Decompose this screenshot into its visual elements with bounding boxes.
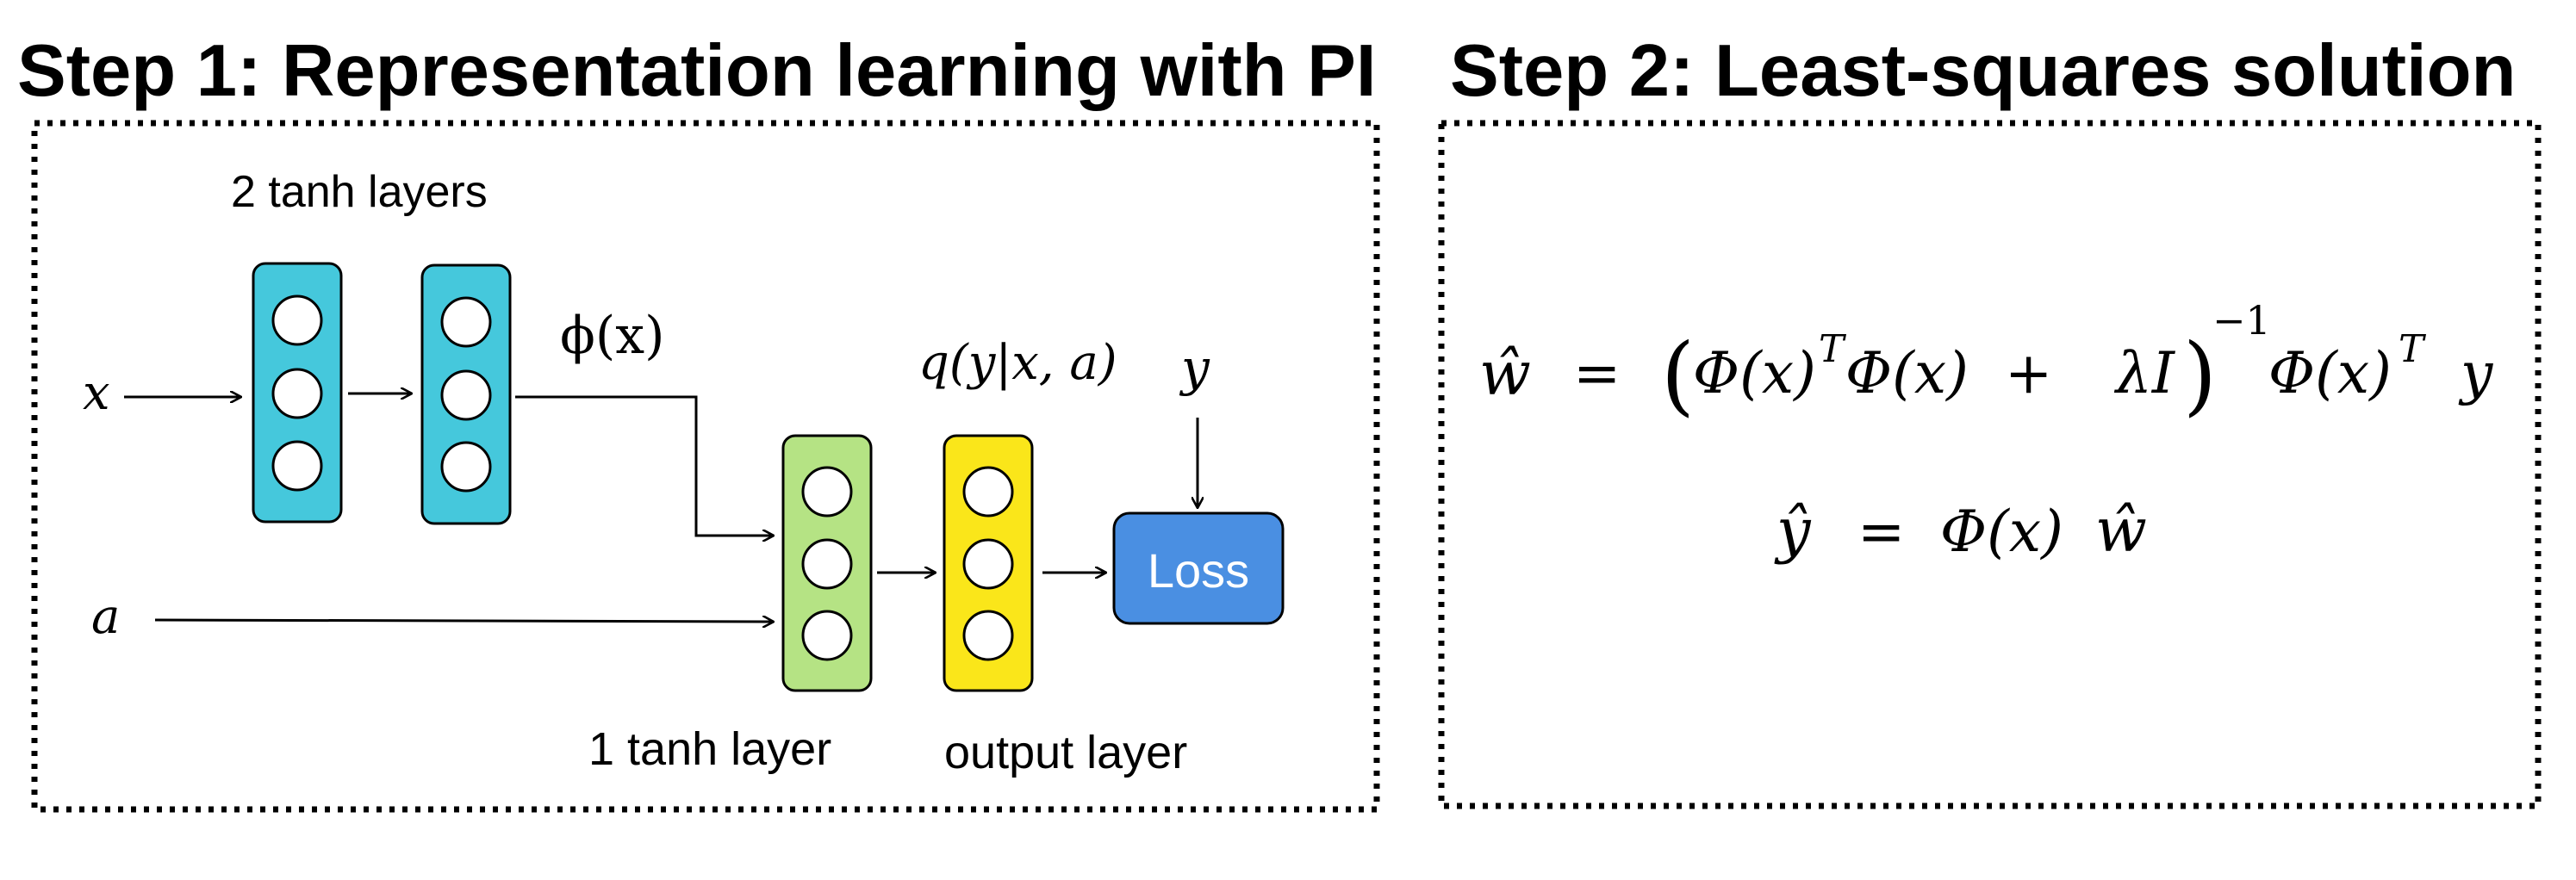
eq1-phi-3: Φ(x): [2268, 340, 2392, 406]
eq1-transpose-1: T: [1819, 327, 1847, 371]
eq1-inverse: −1: [2212, 297, 2271, 344]
target-y-label: y: [1179, 338, 1210, 397]
eq1-paren-open: (: [1661, 325, 1695, 425]
neuron: [271, 440, 323, 492]
q-output-label: q(y|x, a): [918, 335, 1117, 391]
input-x-label: x: [83, 365, 110, 421]
eq2-equals: =: [1857, 499, 1905, 565]
output-layer: [943, 434, 1034, 692]
arrow-a-to-layer3: [154, 620, 774, 622]
neuron: [962, 466, 1014, 517]
eq1-paren-close: ): [2183, 325, 2217, 425]
equation-y-hat: ŷ = Φ(x) ŵ: [1774, 495, 2147, 566]
step1-title: Step 1: Representation learning with PI: [17, 30, 1377, 112]
loss-box: Loss: [1112, 511, 1285, 625]
eq1-plus: +: [2005, 340, 2052, 406]
arrow-phi-to-layer3: [515, 395, 774, 536]
input-a-label: a: [91, 589, 120, 645]
neuron: [440, 441, 492, 493]
neuron: [440, 369, 492, 421]
eq1-transpose-2: T: [2399, 327, 2427, 371]
eq1-y: y: [2458, 340, 2493, 406]
tanh-layer-1: [252, 262, 343, 524]
neuron: [271, 368, 323, 419]
equation-w-hat: ŵ = ( Φ(x) T Φ(x) + λI ) −1 Φ(x) T y: [1479, 297, 2493, 425]
neuron: [801, 466, 853, 517]
eq1-lambda-i: λI: [2113, 340, 2176, 406]
neuron: [962, 610, 1014, 661]
neuron: [962, 538, 1014, 590]
label-1-tanh-layer: 1 tanh layer: [588, 723, 831, 775]
neuron: [440, 296, 492, 348]
neuron: [271, 294, 323, 346]
neuron: [801, 610, 853, 661]
label-output-layer: output layer: [944, 727, 1187, 778]
eq2-phi: Φ(x): [1940, 499, 2063, 565]
step2-title: Step 2: Least-squares solution: [1450, 30, 2517, 112]
eq1-equals: =: [1573, 340, 1621, 406]
eq2-w-hat: ŵ: [2095, 495, 2147, 566]
eq1-w-hat: ŵ: [1479, 338, 1531, 409]
label-2-tanh-layers: 2 tanh layers: [231, 167, 488, 217]
eq2-y-hat: ŷ: [1774, 495, 1812, 566]
loss-label: Loss: [1148, 543, 1249, 598]
step1-panel: [31, 120, 1380, 813]
phi-x-label: ϕ(x): [560, 306, 665, 366]
tanh-layer-3: [781, 434, 873, 692]
eq1-phi-1: Φ(x): [1693, 340, 1816, 406]
neuron: [801, 538, 853, 590]
eq1-phi-2: Φ(x): [1845, 340, 1969, 406]
tanh-layer-2: [420, 263, 512, 525]
step2-panel: [1438, 120, 2542, 809]
